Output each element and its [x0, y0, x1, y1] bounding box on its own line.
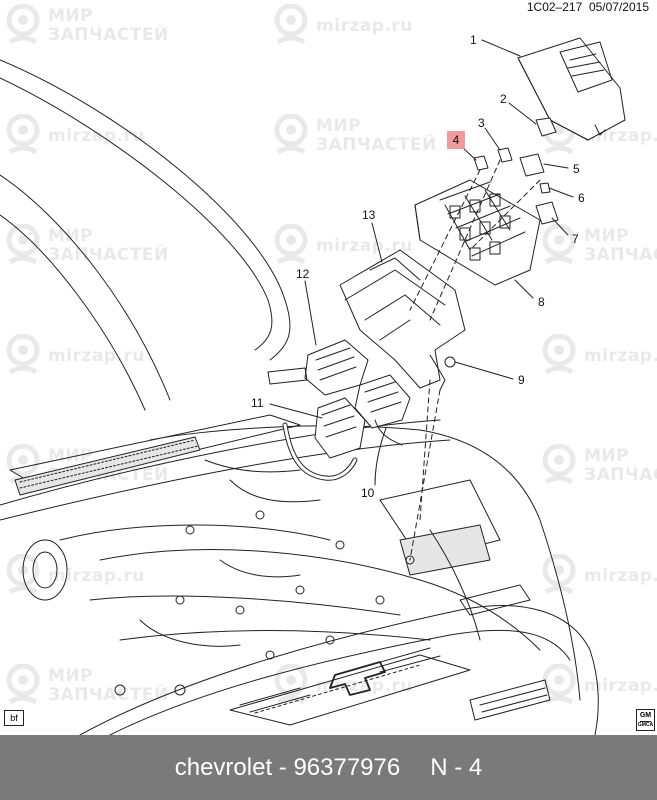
- callout-7: 7: [572, 232, 579, 246]
- hood-outline: [0, 59, 291, 411]
- callout-10: 10: [361, 486, 375, 500]
- callout-9: 9: [518, 373, 525, 387]
- footer-bar: chevrolet - 96377976 N - 4: [0, 735, 657, 800]
- callout-12: 12: [296, 267, 310, 281]
- engine-bay: [22, 425, 581, 701]
- connector-11: [282, 397, 366, 481]
- front-bumper: [79, 605, 599, 735]
- mounting-bracket: [339, 249, 466, 391]
- footer-position: N - 4: [430, 753, 483, 781]
- line-drawing: [0, 37, 626, 735]
- callout-3: 3: [478, 116, 485, 130]
- diagram-date: 05/07/2015: [588, 0, 649, 14]
- connector-12: [267, 339, 369, 396]
- footer-part-number: chevrolet - 96377976: [174, 753, 401, 781]
- gm-logo: GM GMCA: [636, 709, 655, 731]
- gm-logo-subtext: GMCA: [637, 722, 654, 728]
- callout-13: 13: [362, 208, 376, 222]
- callout-6: 6: [578, 191, 585, 205]
- bf-badge: bf: [4, 710, 24, 726]
- gm-logo-text: GM: [639, 712, 652, 719]
- diagram-header: 1C02–217 05/07/2015: [527, 0, 649, 14]
- callout-11: 11: [251, 396, 264, 410]
- connector-10: [354, 374, 411, 446]
- fuse-block: [414, 179, 541, 286]
- callout-1: 1: [470, 33, 477, 47]
- gm-logo-rule: [640, 721, 651, 722]
- callout-8: 8: [538, 295, 545, 309]
- leader-lines: [269, 39, 574, 561]
- callout-2: 2: [500, 92, 507, 106]
- callout-4-highlighted: 4: [447, 131, 465, 149]
- fuse-box-cover: [517, 37, 626, 141]
- callout-5: 5: [573, 162, 580, 176]
- diagram-ref: 1C02–217: [526, 0, 583, 14]
